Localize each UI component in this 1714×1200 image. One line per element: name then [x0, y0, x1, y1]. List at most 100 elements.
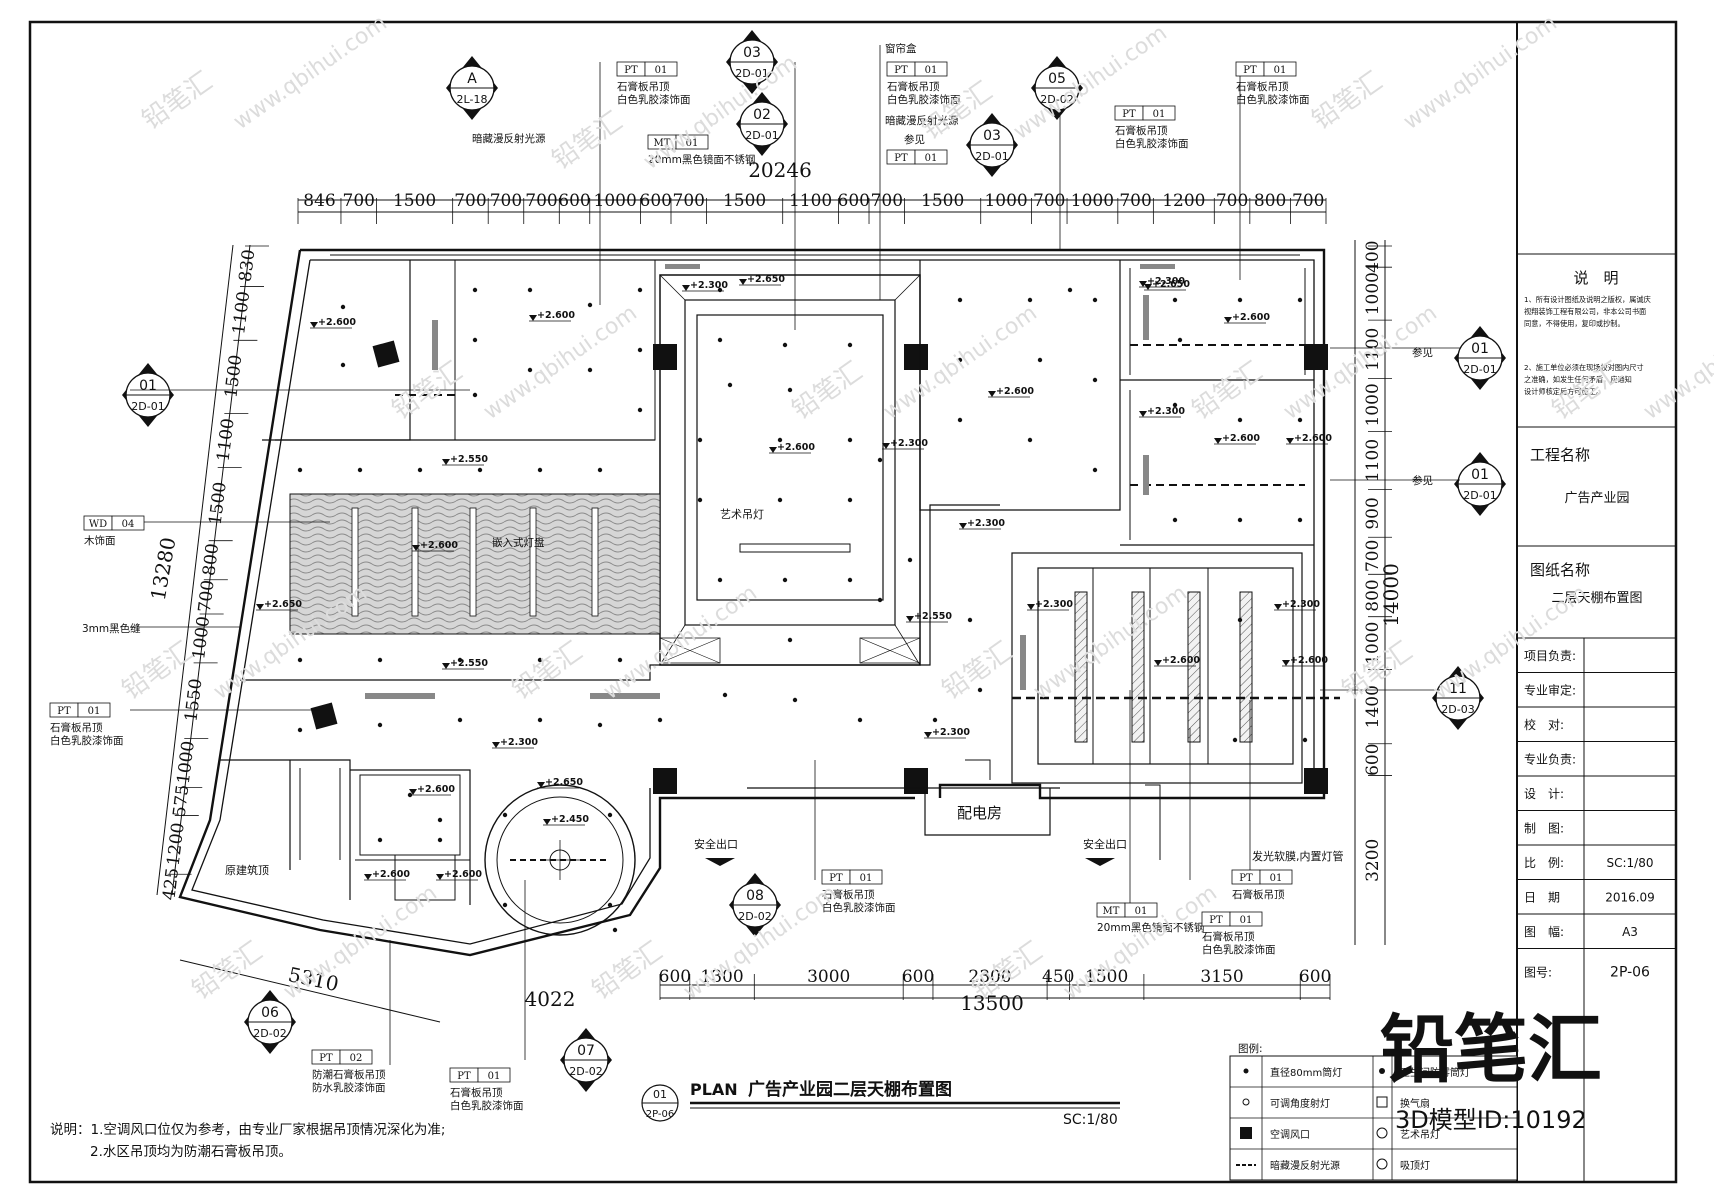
- titleblock-row-label: 专业负责:: [1524, 752, 1576, 767]
- titleblock-row-label: 制 图:: [1524, 822, 1564, 836]
- title-view-no: 01: [653, 1088, 667, 1101]
- dim-label: 700: [1033, 191, 1065, 211]
- dim-label: 1550: [181, 677, 206, 722]
- svg-text:+2.550: +2.550: [914, 611, 952, 622]
- dim-left-total: 13280: [146, 535, 181, 602]
- dim-label: 1500: [206, 481, 231, 526]
- downlight-dot: [637, 347, 643, 353]
- legend: 图例: 直径80mm筒灯卫生间防雾筒灯可调角度射灯换气扇空调风口艺术吊灯暗藏漫反…: [1229, 1042, 1518, 1181]
- downlight-dot: [597, 467, 603, 473]
- downlight-dot: [297, 657, 303, 663]
- dim-label: 600: [558, 191, 590, 211]
- titleblock-row-label: 设 计:: [1524, 787, 1564, 801]
- svg-text:+2.300: +2.300: [1035, 599, 1073, 610]
- level-mark: +2.650: [1144, 279, 1190, 291]
- atrium-outer: [659, 274, 921, 666]
- svg-text:+2.300: +2.300: [967, 518, 1005, 529]
- dim-label: 700: [1119, 191, 1151, 211]
- downlight-dot: [1092, 467, 1098, 473]
- titleblock-row-label: 比 例:: [1524, 856, 1564, 870]
- legend-item: 可调角度射灯: [1270, 1097, 1330, 1110]
- svg-text:+2.600: +2.600: [1222, 433, 1260, 444]
- dim-label: 400: [1363, 240, 1383, 272]
- svg-text:01: 01: [1270, 873, 1283, 884]
- titleblock-row-label: 图 幅:: [1524, 924, 1564, 939]
- project-label: 工程名称: [1530, 446, 1590, 464]
- downlight-dot: [967, 617, 973, 623]
- notes-line-2: 2.水区吊顶均为防潮石膏板吊顶。: [90, 1143, 292, 1160]
- svg-text:+2.550: +2.550: [450, 454, 488, 465]
- downlight-dot: [1172, 517, 1178, 523]
- downlight-dot: [377, 837, 383, 843]
- exterior-wall-inner: [191, 259, 1315, 945]
- dim-label: 600: [1363, 743, 1383, 775]
- downlight-dot: [1297, 297, 1303, 303]
- downlight-dot: [857, 717, 863, 723]
- svg-text:01: 01: [860, 873, 873, 884]
- light-troughs: [1074, 591, 1253, 743]
- legend-title: 图例:: [1238, 1042, 1263, 1055]
- svg-text:01: 01: [655, 65, 668, 76]
- downlight-dot: [1172, 297, 1178, 303]
- downlight-dot: [907, 557, 913, 563]
- svg-text:石膏板吊顶: 石膏板吊顶: [450, 1086, 503, 1099]
- downlight-dot: [787, 637, 793, 643]
- legend-item: 卫生间防雾筒灯: [1400, 1066, 1470, 1079]
- dim-label: 600: [902, 967, 934, 987]
- level-mark: +2.600: [1154, 655, 1200, 667]
- svg-text:03: 03: [983, 128, 1001, 144]
- downlight-dot: [727, 382, 733, 388]
- svg-text:PT: PT: [624, 65, 638, 76]
- watermark-url: www.qbihui.com: [1279, 301, 1442, 425]
- downlight-dot: [597, 722, 603, 728]
- svg-text:01: 01: [1274, 65, 1287, 76]
- svg-text:2D-02: 2D-02: [253, 1027, 286, 1040]
- drawing-name-label: 图纸名称: [1530, 561, 1590, 579]
- level-mark: +2.300: [1274, 599, 1320, 611]
- label-exit-right: 安全出口: [1083, 837, 1127, 851]
- svg-text:白色乳胶漆饰面: 白色乳胶漆饰面: [1202, 943, 1276, 956]
- exit-arrows: [705, 858, 1115, 866]
- svg-text:MT: MT: [654, 138, 671, 149]
- level-mark: +2.300: [959, 518, 1005, 530]
- dim-label: 700: [195, 579, 219, 614]
- downlight-dot: [782, 342, 788, 348]
- downlight-dot: [477, 467, 483, 473]
- columns: [653, 344, 1328, 794]
- dim-label: 1000: [1363, 272, 1383, 315]
- titleblock-row-value: A3: [1622, 925, 1638, 939]
- watermark-model-id: 3D模型ID:10192: [1395, 1106, 1587, 1134]
- dim-label: 846: [303, 191, 335, 211]
- dim-label: 700: [454, 191, 486, 211]
- level-mark: +2.300: [492, 737, 538, 749]
- label-embed-panel: 嵌入式灯盘: [492, 536, 545, 549]
- downlight-dot: [957, 357, 963, 363]
- section-marker: A2L-18: [446, 56, 498, 120]
- luminous-room: [1011, 552, 1303, 784]
- downlight-dot: [1297, 517, 1303, 523]
- svg-text:07: 07: [577, 1043, 595, 1059]
- downlight-dot: [957, 417, 963, 423]
- dim-label: 900: [1363, 497, 1383, 529]
- svg-text:2D-03: 2D-03: [1441, 703, 1474, 716]
- dim-label: 1300: [700, 967, 743, 987]
- svg-text:+2.600: +2.600: [996, 386, 1034, 397]
- downlight-dot: [657, 717, 663, 723]
- svg-text:2D-01: 2D-01: [1463, 489, 1496, 502]
- downlight-dot: [847, 497, 853, 503]
- level-mark: +2.550: [442, 454, 488, 466]
- dim-label: 600: [640, 191, 672, 211]
- dim-label: 600: [838, 191, 870, 211]
- dim-label: 1500: [1085, 967, 1128, 987]
- leader-lines: [125, 45, 1460, 1065]
- air-grilles: [365, 264, 1175, 699]
- downlight-dot: [1027, 437, 1033, 443]
- dim-label: 1100: [1363, 328, 1383, 371]
